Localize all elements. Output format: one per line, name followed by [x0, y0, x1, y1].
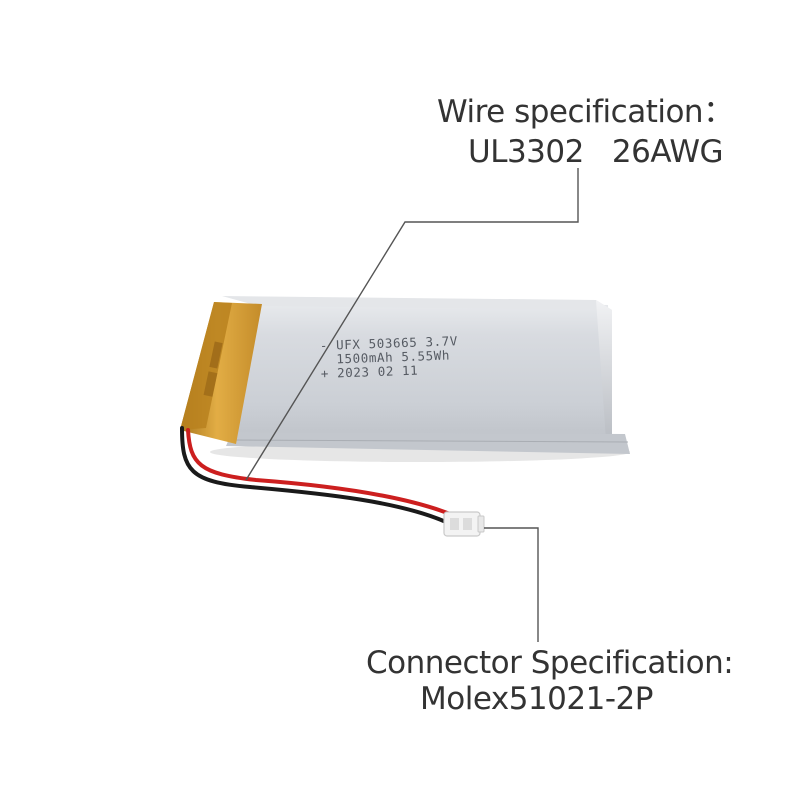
wire-spec-label: Wire specification：: [437, 94, 734, 130]
battery-top-edge: [222, 296, 612, 310]
wire-black: [180, 426, 448, 524]
battery-print-line-2: 1500mAh 5.55Wh: [336, 347, 450, 366]
connector-callout-line: [484, 527, 539, 642]
battery-print-line-1: - UFX 503665 3.7V: [320, 333, 459, 353]
wire-red: [186, 428, 452, 516]
battery-print-line-3: + 2023 02 11: [321, 363, 419, 381]
battery-printed-label: - UFX 503665 3.7V 1500mAh 5.55Wh + 2023 …: [320, 333, 459, 381]
kapton-tape-fold: [180, 302, 232, 430]
battery-cell-body: [232, 300, 610, 440]
battery-bottom-lip: [226, 432, 630, 454]
wire-spec-value: UL3302 26AWG: [468, 134, 724, 170]
connector-spec-label: Connector Specification:: [366, 645, 734, 681]
connector-spec-value: Molex51021-2P: [420, 681, 653, 717]
battery-side-edge: [596, 300, 612, 440]
molex-connector: [443, 511, 485, 537]
wire-callout-line: [245, 168, 579, 481]
